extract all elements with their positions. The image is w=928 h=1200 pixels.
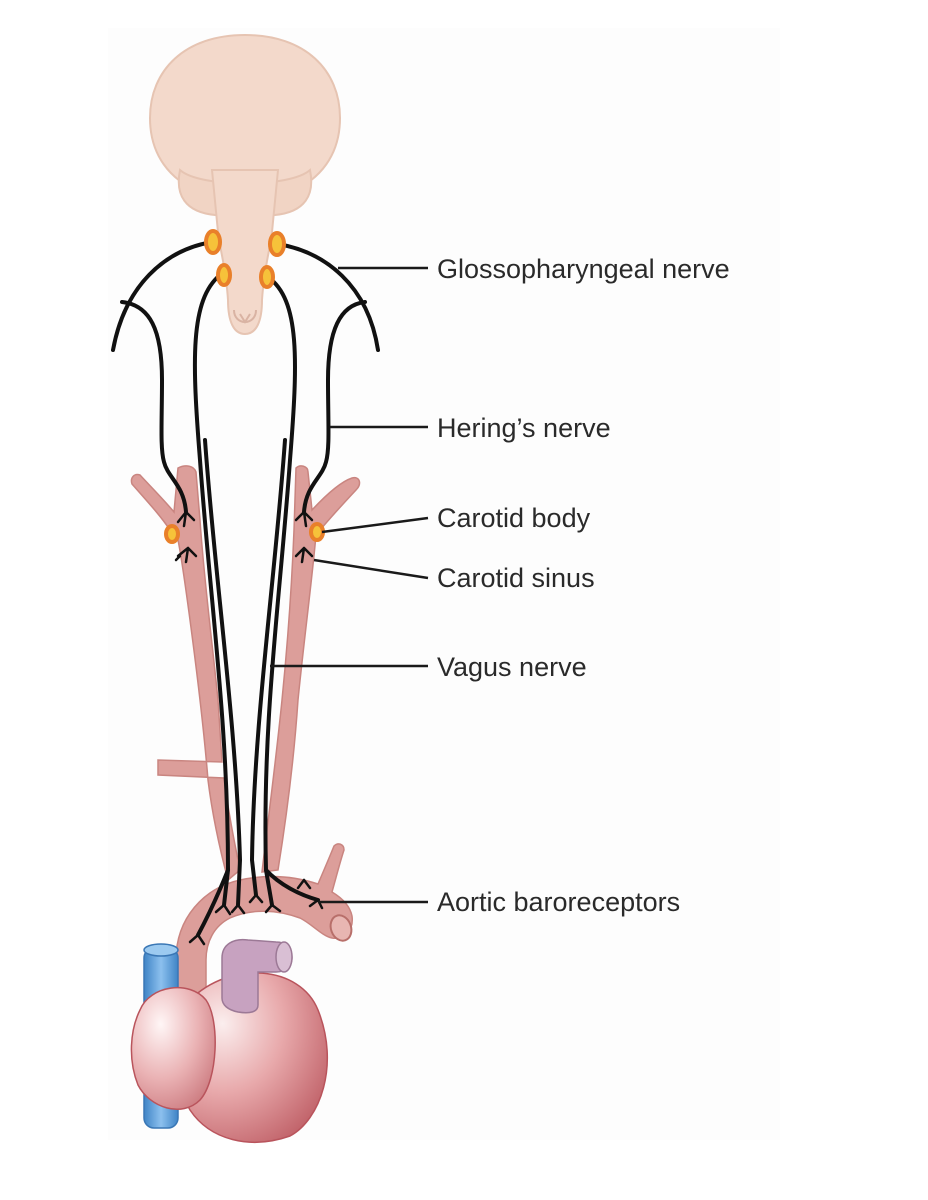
receptors <box>164 229 325 544</box>
right-carotid-artery <box>261 465 361 873</box>
label-aortic-baroreceptors: Aortic baroreceptors <box>437 887 681 917</box>
leader-carotid-body <box>321 516 429 534</box>
nerve-endings <box>174 510 324 946</box>
vagus-nerve-right-inner <box>249 438 287 897</box>
heart <box>130 938 329 1143</box>
brainstem <box>210 169 280 336</box>
label-carotid-sinus: Carotid sinus <box>437 563 595 593</box>
label-herings-nerve: Hering’s nerve <box>437 413 611 443</box>
aorta-opening <box>329 914 353 942</box>
vagus-nerve-right <box>263 275 297 907</box>
label-glossopharyngeal-nerve: Glossopharyngeal nerve <box>437 254 730 284</box>
vagal-ganglion-right <box>259 265 275 289</box>
vagus-nerve-left-inner <box>203 438 243 907</box>
herings-nerve-right <box>302 300 367 514</box>
nerves <box>111 240 380 937</box>
label-vagus-nerve: Vagus nerve <box>437 652 587 682</box>
glossopharyngeal-nerve-left <box>111 240 214 352</box>
spinal-cord-section <box>233 309 257 324</box>
vagal-ganglion-left <box>216 263 232 287</box>
arteries <box>130 465 361 1011</box>
glossopharyngeal-ganglion-right <box>268 231 286 257</box>
left-carotid-artery <box>130 465 241 882</box>
carotid-body-left <box>164 524 180 544</box>
vagus-nerve-left <box>192 273 231 907</box>
leader-carotid-sinus <box>313 558 429 580</box>
glossopharyngeal-ganglion-left <box>204 229 222 255</box>
herings-nerve-left <box>120 300 188 514</box>
brain <box>148 33 342 336</box>
right-atrium <box>130 986 216 1110</box>
leader-lines <box>270 266 429 904</box>
glossopharyngeal-nerve-right <box>276 242 380 352</box>
label-carotid-body: Carotid body <box>437 503 591 533</box>
carotid-body-right <box>309 522 325 542</box>
